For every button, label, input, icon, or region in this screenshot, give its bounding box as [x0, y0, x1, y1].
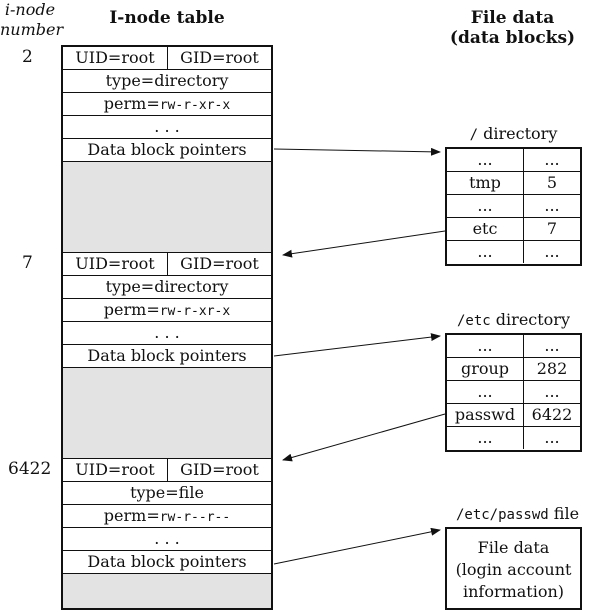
arrow-inode7-to-etc-dir: [273, 333, 441, 357]
arrow-inode2-to-root-dir: [273, 147, 441, 156]
entry-inode: ...: [544, 150, 560, 169]
entry-name: etc: [447, 218, 524, 240]
inode-2-perm-value: rw-r-xr-x: [159, 98, 231, 113]
inode-2-ids: UID=root GID=root: [63, 47, 271, 70]
etc-dir-row: ......: [447, 427, 580, 450]
inode-table: UID=root GID=root type=directory perm=rw…: [61, 45, 273, 610]
etc-dir-title-path: /etc: [457, 313, 491, 329]
inode-6422-perm-value: rw-r--r--: [159, 510, 231, 525]
etc-dir-row: ......: [447, 381, 580, 404]
root-dir-title-path: /: [469, 127, 479, 143]
inode-7-pointers: Data block pointers: [63, 345, 271, 368]
passwd-file-title-path: /etc/passwd: [455, 507, 549, 523]
inode-number-2: 2: [22, 47, 33, 67]
passwd-file-box: File data (login account information): [445, 527, 582, 610]
passwd-file-title: /etc/passwd file: [440, 504, 595, 525]
arrow-etc-entry-to-inode7: [282, 230, 446, 258]
etc-dir-title-text: directory: [490, 310, 570, 329]
inode-6422-ellipsis: . . .: [63, 528, 271, 551]
entry-inode: ...: [544, 428, 560, 447]
inode-2-type: type=directory: [63, 70, 271, 93]
entry-name: tmp: [447, 172, 524, 194]
inode-2-pointers: Data block pointers: [63, 139, 271, 162]
arrow-inode6422-to-passwd-file: [273, 527, 441, 565]
inode-7-perm: perm=rw-r-xr-x: [63, 299, 271, 322]
passwd-file-line1: File data: [477, 538, 550, 557]
entry-name: ...: [447, 381, 524, 403]
entry-inode: ...: [544, 196, 560, 215]
inode-number-6422: 6422: [8, 459, 52, 479]
root-dir-row: ......: [447, 195, 580, 218]
inode-6422-gid: GID=root: [180, 460, 259, 479]
inode-7-ids: UID=root GID=root: [63, 253, 271, 276]
passwd-file-line2: (login account: [455, 560, 572, 579]
inode-7-uid: UID=root: [63, 253, 168, 275]
inode-2-uid: UID=root: [63, 47, 168, 69]
root-dir-row: ......: [447, 149, 580, 172]
etc-dir-table: ...... group 282 ...... passwd 6422 ......: [445, 333, 582, 452]
entry-inode: ...: [544, 336, 560, 355]
inode-2-gid: GID=root: [180, 48, 259, 67]
inode-2-perm: perm=rw-r-xr-x: [63, 93, 271, 116]
entry-inode: 6422: [531, 405, 573, 424]
root-dir-title: / directory: [445, 124, 582, 145]
entry-name: ...: [447, 241, 524, 263]
inode-number-header-line2: number: [0, 20, 64, 39]
inode-number-header: i-node number: [0, 0, 64, 40]
inode-7-type: type=directory: [63, 276, 271, 299]
arrow-passwd-entry-to-inode6422: [282, 413, 446, 462]
entry-inode: 5: [546, 173, 558, 192]
root-dir-row: tmp 5: [447, 172, 580, 195]
entry-name: ...: [447, 149, 524, 171]
unused-inodes-block-2: [63, 368, 271, 459]
inode-7-perm-label: perm=: [103, 300, 160, 319]
inode-number-7: 7: [22, 253, 33, 273]
etc-dir-row: ......: [447, 335, 580, 358]
inode-6422-pointers: Data block pointers: [63, 551, 271, 574]
inode-7-ellipsis: . . .: [63, 322, 271, 345]
file-data-header-line1: File data: [470, 8, 555, 28]
entry-inode: 7: [546, 219, 558, 238]
inode-7-gid: GID=root: [180, 254, 259, 273]
inode-7-perm-value: rw-r-xr-x: [159, 304, 231, 319]
unused-inodes-block-3: [63, 574, 271, 608]
file-data-header: File data (data blocks): [430, 8, 595, 48]
root-dir-table: ...... tmp 5 ...... etc 7 ......: [445, 147, 582, 266]
entry-inode: ...: [544, 242, 560, 261]
entry-name: ...: [447, 195, 524, 217]
passwd-file-title-text: file: [548, 504, 580, 523]
entry-name: ...: [447, 335, 524, 357]
root-dir-row: ......: [447, 241, 580, 264]
entry-name: passwd: [447, 404, 524, 426]
inode-6422-perm-label: perm=: [103, 506, 160, 525]
entry-inode: ...: [544, 382, 560, 401]
entry-inode: 282: [536, 359, 568, 378]
etc-dir-title: /etc directory: [445, 310, 582, 331]
passwd-file-line3: information): [462, 582, 565, 601]
inode-6422-type: type=file: [63, 482, 271, 505]
etc-dir-row: passwd 6422: [447, 404, 580, 427]
file-data-header-line2: (data blocks): [449, 28, 576, 48]
inode-table-header: I-node table: [109, 8, 225, 28]
inode-2-perm-label: perm=: [103, 94, 160, 113]
inode-6422-perm: perm=rw-r--r--: [63, 505, 271, 528]
entry-name: ...: [447, 427, 524, 449]
root-dir-title-text: directory: [478, 124, 558, 143]
inode-2-ellipsis: . . .: [63, 116, 271, 139]
etc-dir-row: group 282: [447, 358, 580, 381]
inode-number-header-line1: i-node: [4, 0, 56, 19]
inode-6422-uid: UID=root: [63, 459, 168, 481]
root-dir-row: etc 7: [447, 218, 580, 241]
unused-inodes-block-1: [63, 162, 271, 253]
inode-6422-ids: UID=root GID=root: [63, 459, 271, 482]
entry-name: group: [447, 358, 524, 380]
